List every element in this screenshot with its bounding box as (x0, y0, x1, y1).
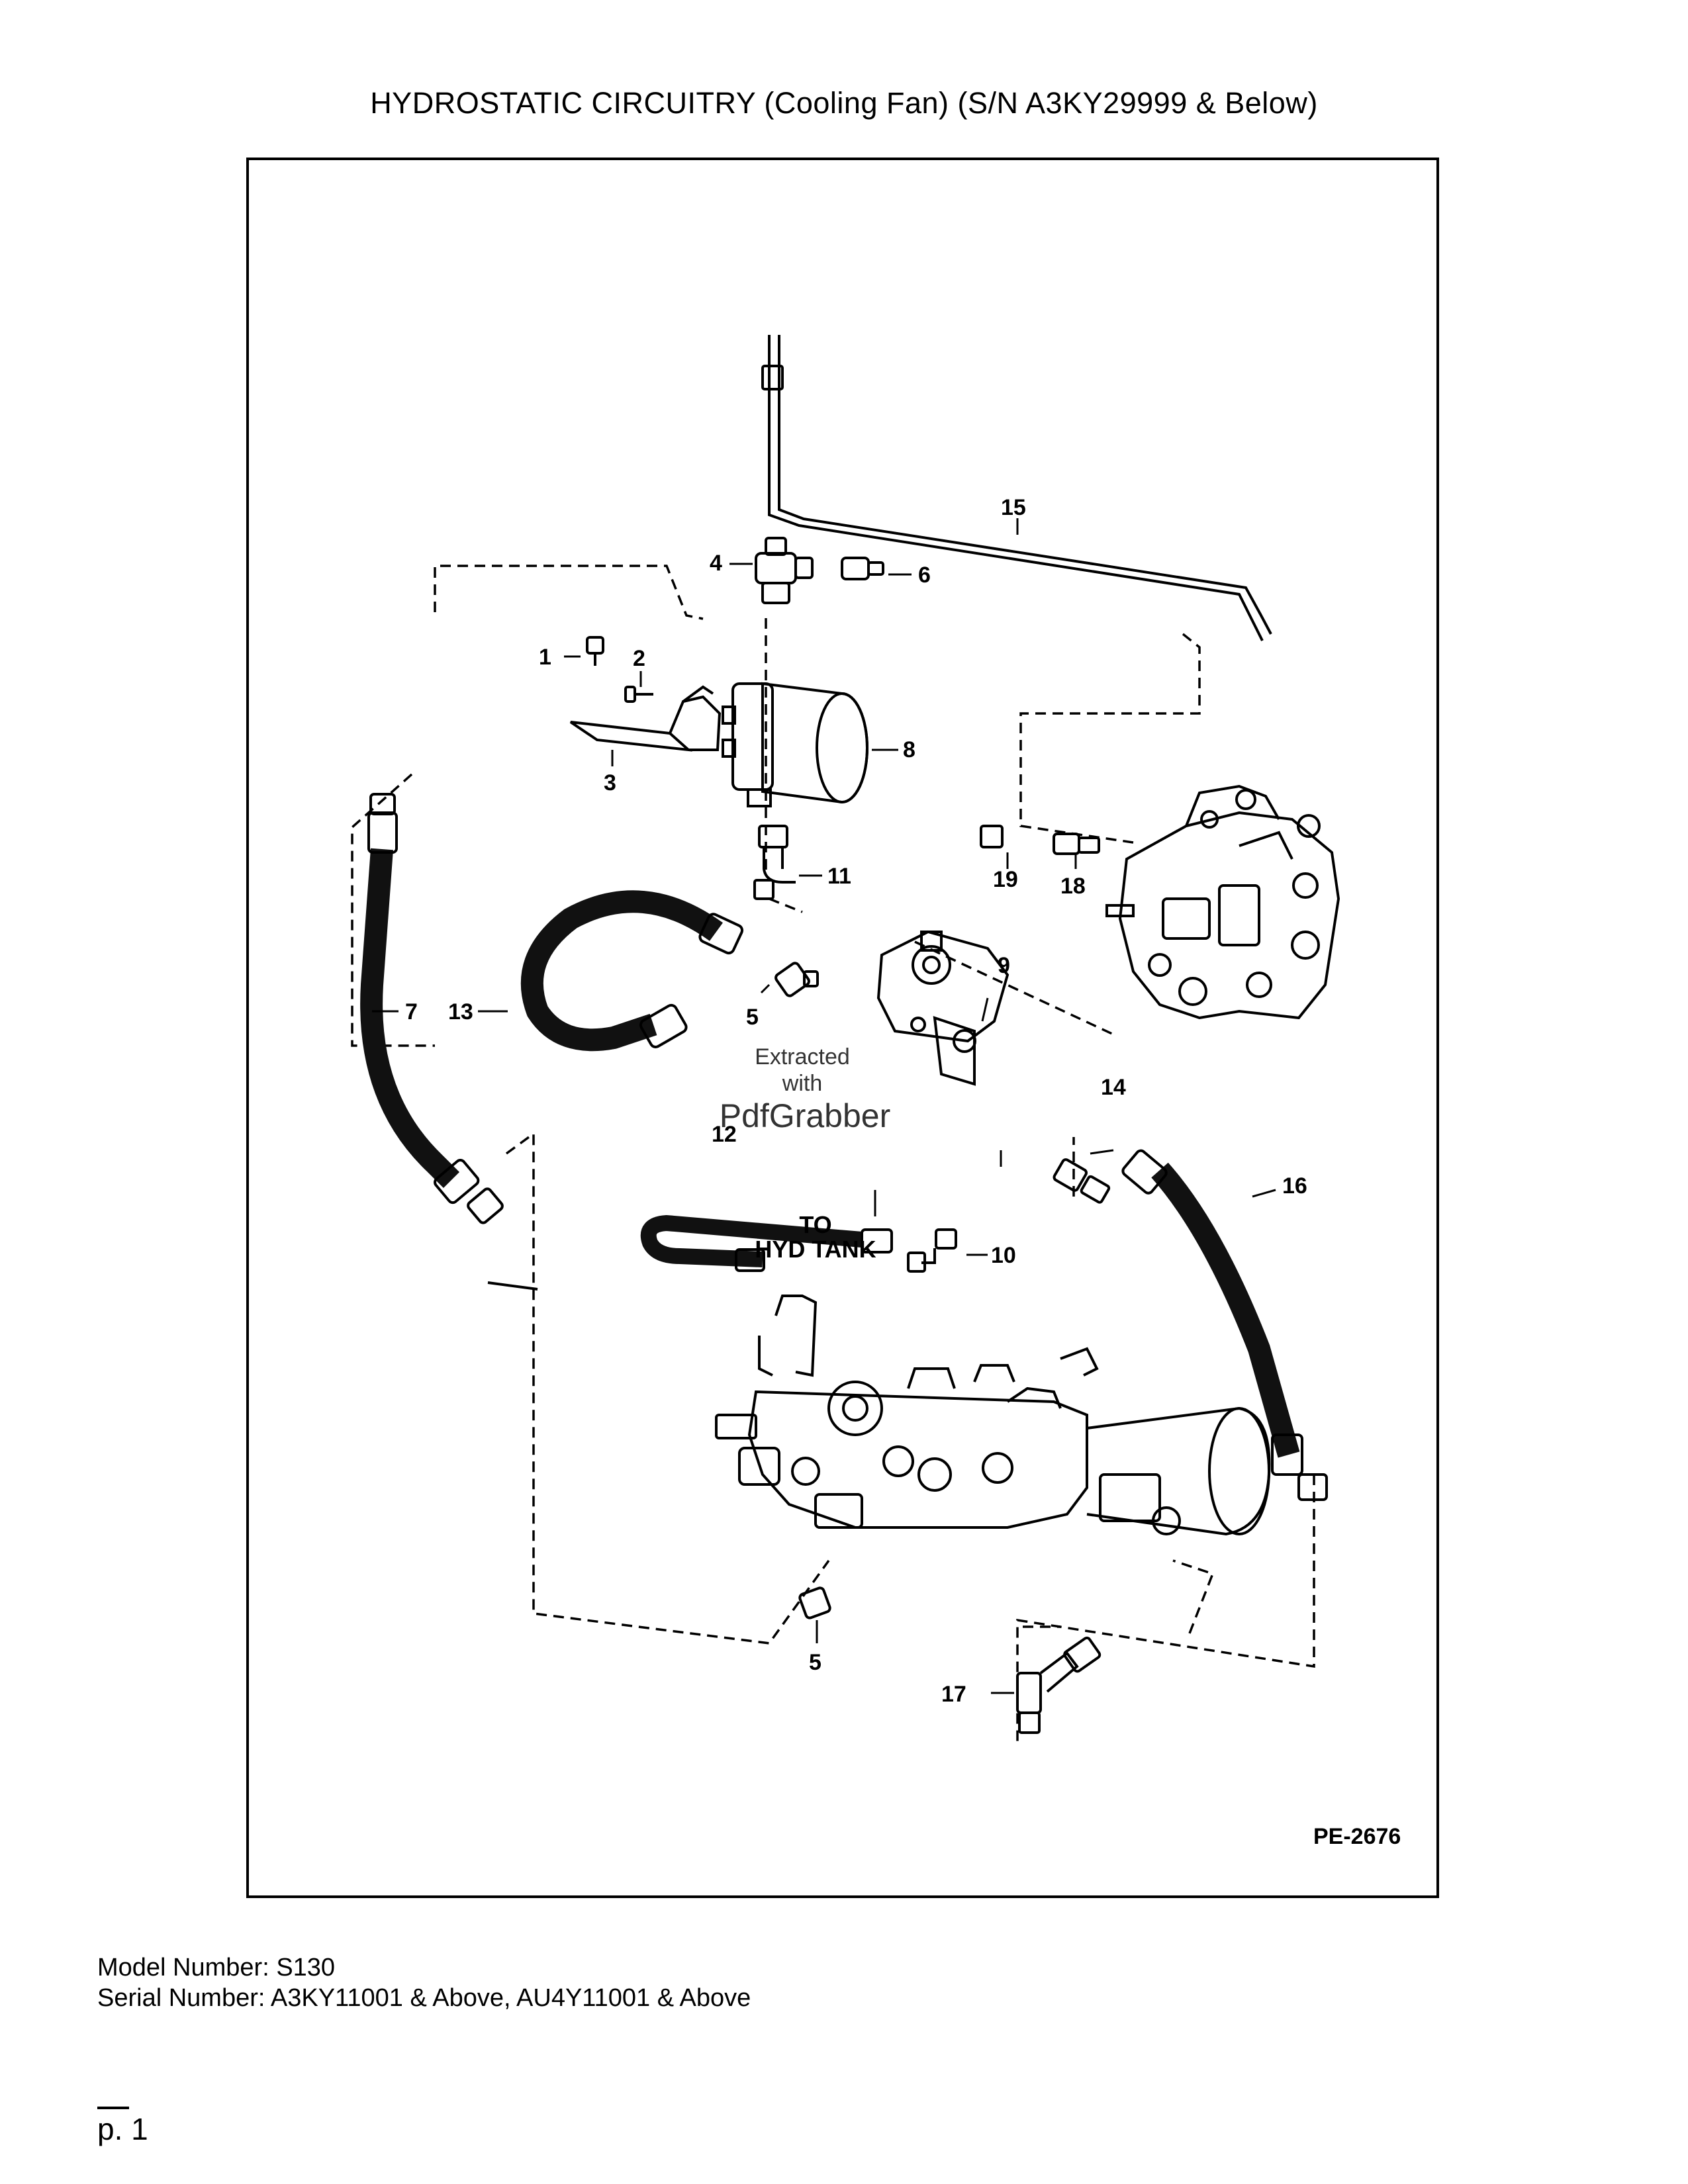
callout-2: 2 (633, 646, 645, 671)
page-title: HYDROSTATIC CIRCUITRY (Cooling Fan) (S/N… (370, 86, 1318, 120)
tube-bracket (761, 365, 784, 390)
page-number: p. 1 (97, 2112, 148, 2146)
fitting-14 (1053, 1158, 1111, 1204)
serial-number: Serial Number: A3KY11001 & Above, AU4Y11… (97, 1984, 751, 2012)
callout-5-upper: 5 (746, 1005, 759, 1030)
hose-16 (1121, 1149, 1328, 1501)
watermark-brand: PdfGrabber (720, 1097, 890, 1134)
dashed-route-lines (351, 565, 1315, 1746)
callout-3: 3 (604, 770, 616, 796)
hose-12 (640, 1214, 893, 1272)
control-valve (1105, 784, 1340, 1020)
callout-4: 4 (710, 551, 722, 576)
callout-10: 10 (991, 1243, 1016, 1268)
bolt-2 (624, 686, 653, 703)
model-number: Model Number: S130 (97, 1954, 336, 1981)
callout-18: 18 (1060, 874, 1086, 899)
callout-12: 12 (712, 1122, 737, 1147)
callout-15: 15 (1001, 495, 1026, 520)
hose-7 (360, 793, 504, 1224)
oil-filter (722, 682, 868, 807)
watermark: Extracted with PdfGrabber (720, 1044, 890, 1134)
cap-19 (980, 825, 1004, 848)
callout-14: 14 (1101, 1075, 1126, 1100)
temperature-switch (841, 557, 884, 580)
mounting-bracket (569, 685, 722, 752)
watermark-line2: with (782, 1071, 822, 1096)
watermark-line1: Extracted (755, 1044, 850, 1069)
callout-7: 7 (405, 999, 418, 1024)
adapter-5-upper (774, 962, 819, 997)
gear-pump (876, 930, 1009, 1086)
hydraulic-parts-diagram: 1 2 3 4 5 5 6 7 8 9 10 11 12 13 14 15 16… (351, 335, 1401, 1849)
page-rule (97, 2107, 129, 2109)
callout-16: 16 (1282, 1173, 1307, 1199)
callout-5-lower: 5 (809, 1650, 821, 1675)
callout-1: 1 (539, 645, 551, 670)
diagram-frame (246, 158, 1439, 1898)
elbow-fitting-10 (907, 1228, 957, 1273)
callout-17: 17 (941, 1682, 966, 1707)
fitting-18 (1053, 833, 1100, 855)
callout-11: 11 (827, 864, 851, 889)
callout-9: 9 (998, 953, 1010, 978)
elbow-fitting-11 (753, 825, 796, 900)
elbow-fitting-17 (1016, 1636, 1102, 1734)
bolt-1 (586, 636, 604, 666)
callout-13: 13 (448, 999, 473, 1024)
tank-label-hyd-tank: HYD TANK (755, 1236, 876, 1263)
tank-label-to: TO (799, 1211, 831, 1238)
callout-labels: 1 2 3 4 5 5 6 7 8 9 10 11 12 13 14 15 16… (405, 495, 1307, 1707)
hydrostatic-pump (487, 1281, 1271, 1536)
plug-5-lower (798, 1586, 831, 1619)
tee-fitting (755, 537, 814, 604)
callout-19: 19 (993, 867, 1018, 892)
callout-6: 6 (918, 563, 931, 588)
figure-code: PE-2676 (1313, 1824, 1401, 1849)
cooler-tube (768, 335, 1264, 641)
leader-lines (372, 518, 1276, 1694)
callout-8: 8 (903, 737, 915, 762)
hose-13 (520, 890, 744, 1052)
